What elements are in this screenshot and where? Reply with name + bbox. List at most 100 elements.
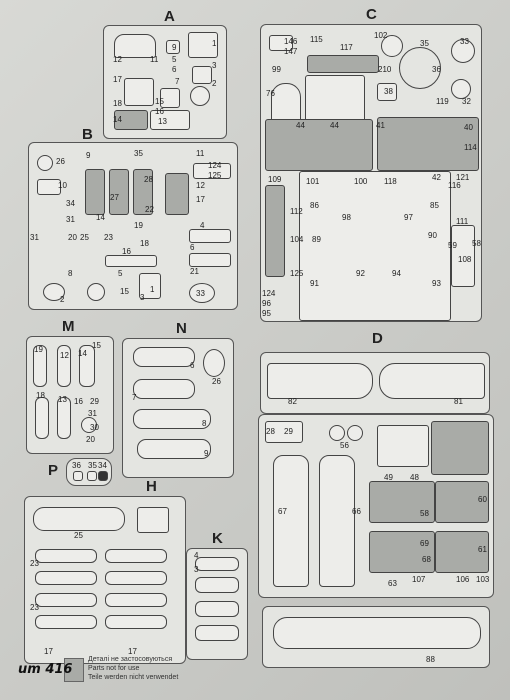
- part-c38: [377, 83, 397, 101]
- num-h17a: 17: [44, 647, 53, 656]
- part-h-bomb-1: [35, 549, 97, 563]
- num-a16: 16: [155, 107, 164, 116]
- num-c35: 35: [420, 39, 429, 48]
- num-d56: 56: [340, 441, 349, 450]
- num-b10: 10: [58, 181, 67, 190]
- num-n8: 8: [202, 419, 207, 428]
- part-a9: [166, 40, 180, 54]
- num-b31a: 31: [66, 215, 75, 224]
- num-d103: 103: [476, 575, 490, 584]
- part-b15: [87, 283, 105, 301]
- part-d49: [377, 425, 429, 467]
- num-c86: 86: [310, 201, 319, 210]
- part-a12: [114, 34, 156, 58]
- part-n9: [137, 439, 211, 459]
- part-b16: [105, 255, 157, 267]
- sprue-b-frame: [28, 142, 238, 310]
- num-d81: 81: [454, 397, 463, 406]
- num-m20: 20: [86, 435, 95, 444]
- part-b10: [37, 179, 61, 195]
- num-c99: 99: [272, 65, 281, 74]
- num-a15: 15: [155, 97, 164, 106]
- num-b14: 14: [96, 213, 105, 222]
- part-c41-panel: [377, 117, 479, 171]
- part-p35: [87, 471, 97, 481]
- num-c97: 97: [404, 213, 413, 222]
- num-c85: 85: [430, 201, 439, 210]
- part-b22: [165, 173, 189, 215]
- num-b2: 2: [60, 295, 65, 304]
- num-m16: 16: [74, 397, 83, 406]
- part-c146: [269, 35, 293, 51]
- part-c-strip-left: [265, 185, 285, 277]
- num-a17: 17: [113, 75, 122, 84]
- part-b26: [37, 155, 53, 171]
- num-b16: 16: [122, 247, 131, 256]
- num-c42: 42: [432, 173, 441, 182]
- num-c32: 32: [462, 97, 471, 106]
- num-b17: 17: [196, 195, 205, 204]
- num-b26: 26: [56, 157, 65, 166]
- part-h-bomb-5: [35, 593, 97, 607]
- num-c95: 95: [262, 309, 271, 318]
- part-c33: [451, 39, 475, 63]
- num-b124: 124: [208, 161, 222, 170]
- num-b31b: 31: [30, 233, 39, 242]
- num-b15: 15: [120, 287, 129, 296]
- num-c100: 100: [354, 177, 368, 186]
- num-h23a: 23: [30, 559, 39, 568]
- num-b23: 23: [104, 233, 113, 242]
- part-b6: [189, 229, 231, 243]
- num-d106: 106: [456, 575, 470, 584]
- sprue-a-frame: [103, 25, 227, 139]
- num-c58: 58: [472, 239, 481, 248]
- num-p35: 35: [88, 461, 97, 470]
- part-h-bomb-3: [35, 571, 97, 585]
- num-c109: 109: [268, 175, 282, 184]
- part-a15: [160, 88, 180, 108]
- num-c40: 40: [464, 123, 473, 132]
- part-m13: [57, 397, 71, 439]
- num-m13: 13: [58, 395, 67, 404]
- part-p34: [98, 471, 108, 481]
- part-d-panel-3: [369, 531, 435, 573]
- part-c-canopy: [305, 75, 365, 123]
- num-b34: 34: [66, 199, 75, 208]
- num-b33: 33: [196, 289, 205, 298]
- part-c35-propeller: [399, 47, 441, 89]
- num-d61: 61: [478, 545, 487, 554]
- num-b9: 9: [86, 151, 91, 160]
- part-h-bomb-8: [105, 615, 167, 629]
- num-d28: 28: [266, 427, 275, 436]
- part-h-fin-1: [137, 507, 169, 533]
- num-a6: 6: [172, 65, 177, 74]
- sprue-label-a: A: [164, 8, 175, 25]
- num-b8: 8: [68, 269, 73, 278]
- num-c116: 116: [448, 181, 461, 190]
- num-b21: 21: [190, 267, 199, 276]
- part-b33: [189, 283, 215, 303]
- part-m12: [57, 345, 71, 387]
- sprue-d-fuselage-frame: [258, 414, 494, 598]
- num-a7: 7: [175, 77, 180, 86]
- num-c125: 125: [290, 269, 304, 278]
- num-b5: 5: [118, 269, 123, 278]
- num-a5: 5: [172, 55, 177, 64]
- num-b28: 28: [144, 175, 153, 184]
- part-a17: [124, 78, 154, 106]
- num-b27: 27: [110, 193, 119, 202]
- num-a1: 1: [212, 39, 217, 48]
- sprue-label-b: B: [82, 126, 93, 143]
- num-d68: 68: [422, 555, 431, 564]
- part-d-panel-2: [369, 481, 435, 523]
- part-c32: [451, 79, 471, 99]
- num-k4: 4: [194, 551, 199, 560]
- num-p34: 34: [98, 461, 107, 470]
- kit-code: um 416: [18, 662, 73, 677]
- part-m19: [33, 345, 47, 387]
- num-c94: 94: [392, 269, 401, 278]
- num-b11: 11: [196, 149, 205, 158]
- num-d58a: 58: [420, 509, 429, 518]
- num-d69: 69: [420, 539, 429, 548]
